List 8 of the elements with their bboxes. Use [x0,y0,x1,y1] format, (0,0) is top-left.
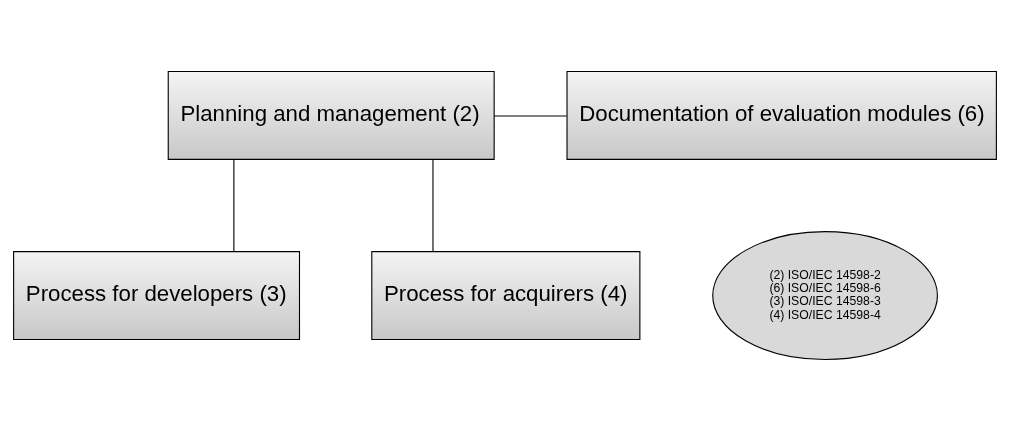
connector [432,158,434,252]
connector [233,158,235,252]
connector [493,114,568,116]
node-ellipse: (2) ISO/IEC 14598-2 (6) ISO/IEC 14598-6 (3) ISO/IEC 14598-3 (4) ISO/IEC 14598-4 [712,230,938,360]
node-box: Planning and management (2) [167,70,495,160]
node-box: Documentation of evaluation modules (6) [566,70,997,160]
node-box: Process for developers (3) [13,250,301,340]
node-box: Process for acquirers (4) [371,250,641,340]
